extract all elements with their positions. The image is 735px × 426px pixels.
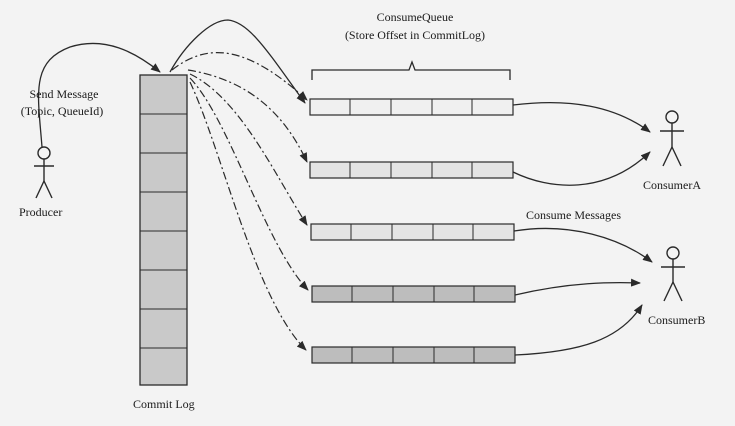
consume-queue-1 <box>309 98 514 116</box>
dispatch-arrow-queue-3 <box>189 73 308 226</box>
consume-queue-brace <box>311 60 511 80</box>
consume-queue-4 <box>311 285 516 303</box>
commit-log-label: Commit Log <box>133 397 195 411</box>
consume-messages-label: Consume Messages <box>526 208 621 222</box>
consumer-b-figure <box>661 246 685 302</box>
send-message-arrow <box>37 42 161 148</box>
consume-queue-subtitle: (Store Offset in CommitLog) <box>344 28 486 42</box>
consume-queue-5 <box>311 346 516 364</box>
consume-arrow-queue-3 <box>513 227 653 263</box>
producer-label: Producer <box>19 205 63 219</box>
dispatch-arrow-queue-2 <box>187 69 308 163</box>
dispatch-arrow-queue-1 <box>169 19 306 104</box>
dispatch-arrow-queue-4 <box>189 77 309 291</box>
consumer-a-figure <box>660 110 684 167</box>
commit-log-body <box>139 74 188 386</box>
dispatch-arrow-queue-1b <box>171 51 308 101</box>
send-message-label: Send Message <box>29 87 99 101</box>
consume-arrow-queue-2 <box>512 151 651 186</box>
send-message-params: (Topic, QueueId) <box>20 104 104 118</box>
consume-arrow-queue-5 <box>514 304 643 356</box>
consumer-a-label: ConsumerA <box>643 178 701 192</box>
producer-figure <box>34 146 54 199</box>
commit-log-column <box>139 74 188 386</box>
consumer-b-label: ConsumerB <box>648 313 706 327</box>
consume-arrow-queue-1 <box>512 101 651 133</box>
dispatch-arrow-queue-5 <box>189 81 307 351</box>
consume-queue-title: ConsumeQueue <box>376 10 454 24</box>
consume-arrow-queue-4 <box>514 278 641 296</box>
consume-queue-3 <box>310 223 515 241</box>
consume-queue-2 <box>309 161 514 179</box>
